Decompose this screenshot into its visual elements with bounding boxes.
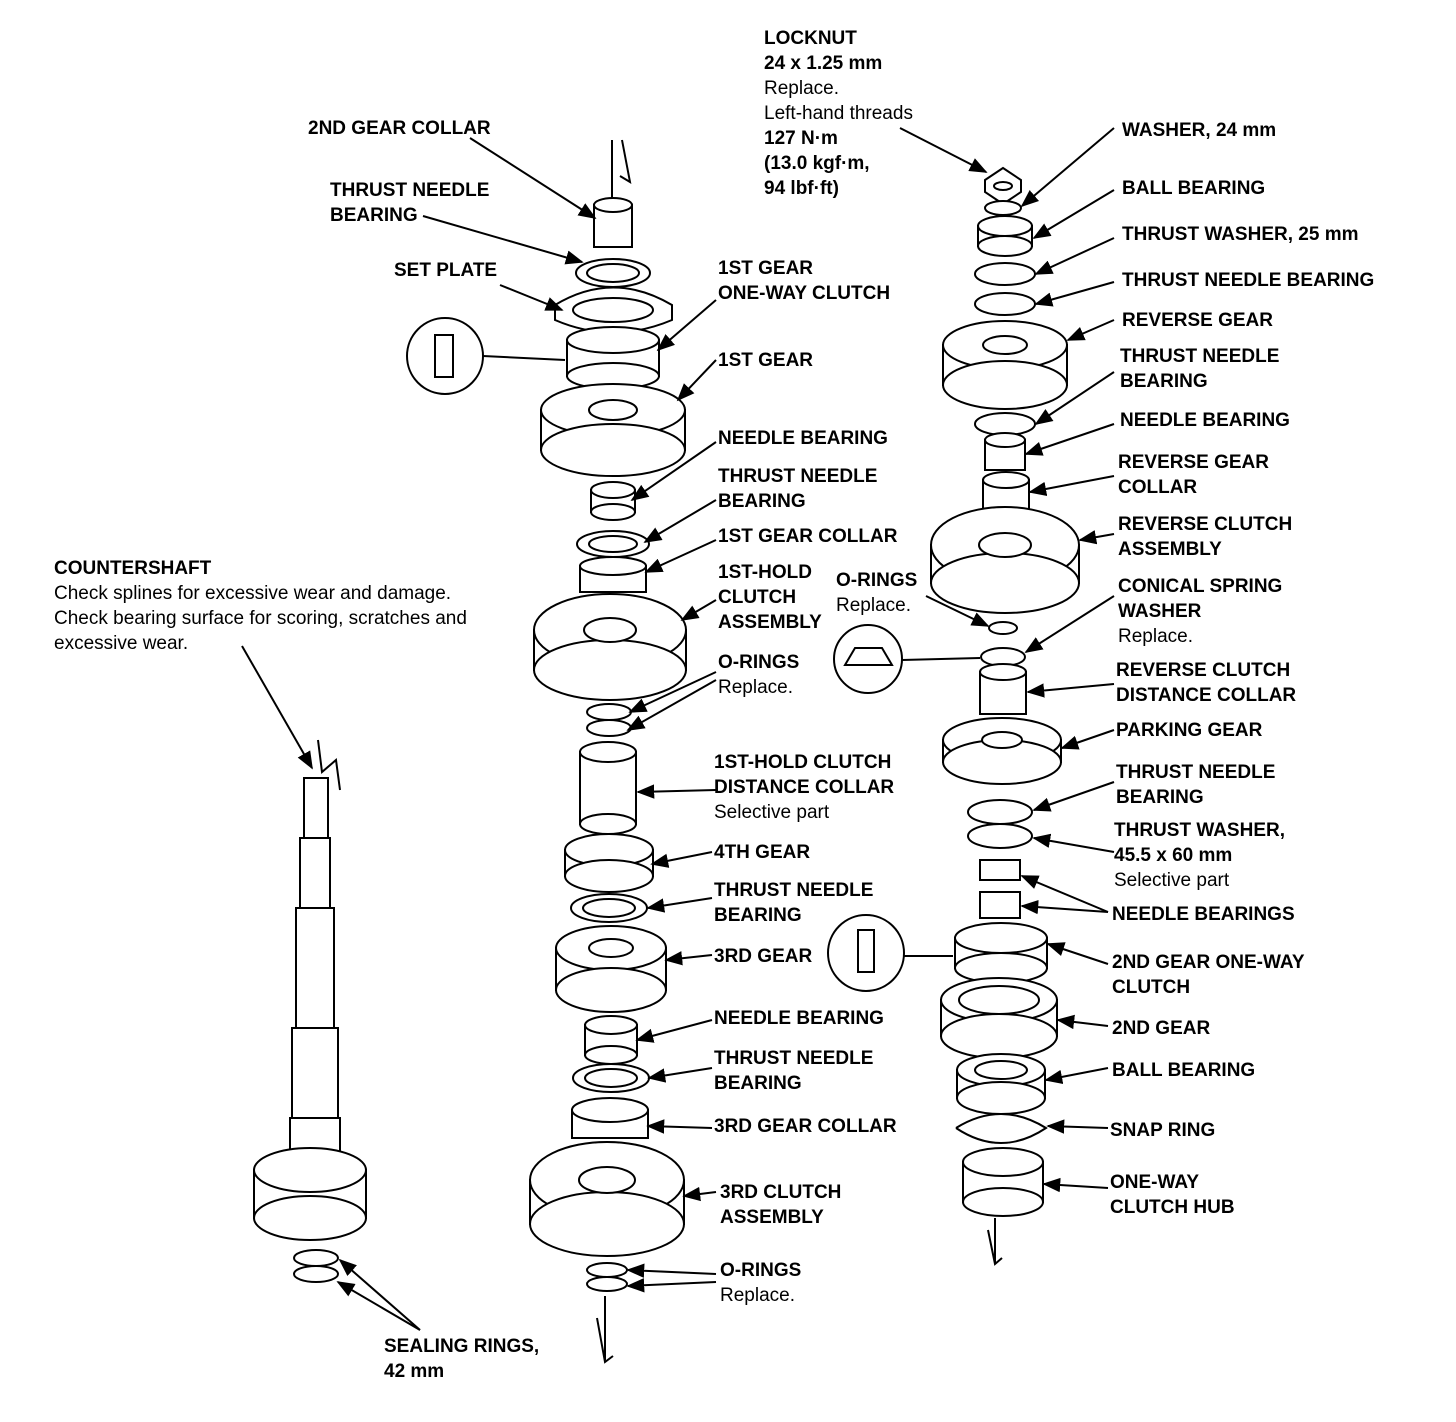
ball-bearing-label: BALL BEARING (1112, 1060, 1256, 1081)
parking-gear-part (942, 717, 1062, 785)
oneway-clutch-hub-part (962, 1147, 1044, 1217)
orings-part (586, 703, 632, 737)
ball-bearing-label: BALL BEARING (1122, 178, 1266, 199)
needle-bearing-part (590, 481, 636, 521)
second-clutch-detail-inset (827, 914, 953, 992)
thrust-needle-bearing-part (576, 530, 650, 558)
needle-bearing-part (984, 432, 1026, 471)
needle-bearing-label: NEEDLE BEARING (718, 428, 888, 449)
second-gear-label: 2ND GEAR (1112, 1018, 1211, 1039)
needle-bearing-part (584, 1015, 638, 1065)
first-gear-part (540, 383, 686, 477)
needle-bearing-label: NEEDLE BEARING (1120, 410, 1290, 431)
reverse-gear-part (942, 320, 1068, 410)
countershaft-label: COUNTERSHAFT Check splines for excessive… (54, 558, 467, 654)
thrust-needle-bearing-part (575, 258, 651, 288)
center-part-stack (529, 139, 687, 1364)
thrust-washer-part (967, 823, 1033, 849)
third-gear-part (555, 925, 667, 1013)
locknut-label: LOCKNUT 24 x 1.25 mm Replace. Left-hand … (764, 28, 913, 199)
needle-bearings-label: NEEDLE BEARINGS (1112, 904, 1295, 925)
needle-bearing-label: NEEDLE BEARING (714, 1008, 884, 1029)
first-hold-distance-collar-part (579, 741, 637, 835)
reverse-gear-collar-part (982, 471, 1030, 511)
first-gear-collar-label: 1ST GEAR COLLAR (718, 526, 898, 547)
third-gear-collar-label: 3RD GEAR COLLAR (714, 1116, 897, 1137)
ball-bearing-part (977, 215, 1033, 257)
second-gear-collar-label: 2ND GEAR COLLAR (308, 118, 491, 139)
thrust-washer-part (974, 262, 1036, 286)
parking-gear-label: PARKING GEAR (1116, 720, 1263, 741)
washer-part (984, 200, 1022, 216)
third-gear-collar-part (571, 1097, 649, 1139)
set-plate-label: SET PLATE (394, 260, 498, 281)
one-way-clutch-detail-inset (406, 317, 566, 395)
third-clutch-part (529, 1141, 685, 1257)
third-gear-label: 3RD GEAR (714, 946, 813, 967)
locknut-part (984, 166, 1022, 206)
ball-bearing-part (956, 1053, 1046, 1115)
reverse-distance-collar-part (979, 663, 1027, 715)
leader-lines (241, 127, 1115, 1331)
fourth-gear-label: 4TH GEAR (714, 842, 811, 863)
first-hold-clutch-part (533, 593, 687, 701)
thrust-needle-bearing-part (974, 412, 1036, 436)
fourth-gear-part (564, 833, 654, 893)
set-plate-part (554, 286, 673, 334)
thrust-needle-bearing-part (570, 893, 648, 923)
second-gear-oneway-clutch-part (954, 922, 1048, 984)
countershaft-part (253, 739, 367, 1283)
snap-ring-label: SNAP RING (1110, 1120, 1216, 1141)
reverse-clutch-part (930, 506, 1080, 614)
needle-bearings-part (979, 859, 1021, 919)
thrust-needle-bearing-part (974, 292, 1036, 316)
second-gear-part (940, 977, 1058, 1059)
thrust-needle-bearing-part (572, 1063, 650, 1093)
conical-washer-detail-inset (833, 624, 981, 694)
thrust-needle-bearing-part (967, 799, 1033, 825)
orings-part (988, 621, 1018, 635)
thrust-washer-label: THRUST WASHER, 25 mm (1122, 224, 1359, 245)
first-gear-oneway-clutch-part (566, 326, 660, 390)
snap-ring-part (955, 1113, 1048, 1144)
reverse-gear-label: REVERSE GEAR (1122, 310, 1273, 331)
washer-label: WASHER, 24 mm (1122, 120, 1277, 141)
first-gear-label: 1ST GEAR (718, 350, 814, 371)
right-part-stack (930, 166, 1080, 1266)
thrust-needle-bearing-label: THRUST NEEDLE BEARING (1122, 270, 1375, 291)
sealing-rings-label: SEALING RINGS,42 mm (384, 1336, 540, 1382)
orings-part (586, 1262, 628, 1292)
first-gear-collar-part (579, 556, 647, 593)
second-gear-collar-part (593, 197, 633, 248)
